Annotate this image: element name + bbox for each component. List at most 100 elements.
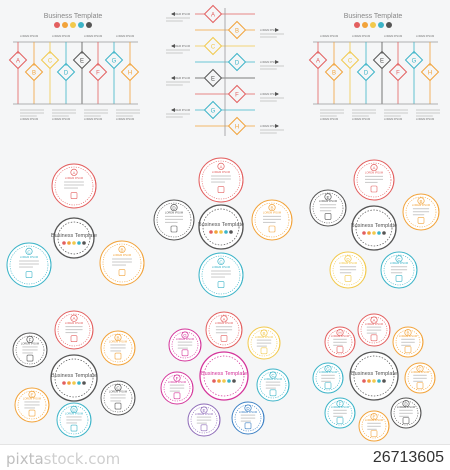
node-icon <box>173 392 181 400</box>
node-icon <box>336 346 344 353</box>
node-label: LOREM IPSUM <box>412 203 430 207</box>
cycle-arrow <box>341 371 344 385</box>
node-letter: C <box>418 367 422 372</box>
node-label: LOREM IPSUM <box>84 34 102 38</box>
node-letter: A <box>372 166 375 171</box>
color-dot <box>219 230 223 234</box>
node-label: LOREM IPSUM <box>116 34 134 38</box>
letter-badge <box>70 168 78 176</box>
node-letter: C <box>219 259 223 264</box>
diamond-node <box>8 50 28 70</box>
node-icon <box>370 430 378 437</box>
cycle-arrow <box>387 419 390 433</box>
node-label: LOREM IPSUM <box>113 253 131 257</box>
node-letter: C <box>397 257 401 262</box>
color-dot <box>82 381 86 385</box>
node-letter: H <box>338 331 341 336</box>
node-icon <box>220 335 228 342</box>
node-label: LOREM IPSUM <box>172 12 190 16</box>
color-dot <box>222 379 226 383</box>
node-letter: G <box>183 333 187 338</box>
diamond-node <box>227 84 247 104</box>
cycle-arrow <box>191 210 195 230</box>
node-label: LOREM IPSUM <box>260 28 278 32</box>
node-letter: D <box>64 71 69 77</box>
ring-dashed <box>57 313 91 347</box>
color-dot <box>232 379 236 383</box>
node-letter: A <box>72 316 75 321</box>
node-icon <box>70 192 78 199</box>
node-icon <box>260 347 268 355</box>
color-dot <box>362 231 366 235</box>
node-label: LOREM IPSUM <box>264 377 282 381</box>
node-letter: B <box>120 247 123 252</box>
letter-badge <box>220 315 228 323</box>
cycle-arrow <box>433 371 436 385</box>
node-label: LOREM IPSUM <box>176 337 194 341</box>
node-label: LOREM IPSUM <box>172 44 190 48</box>
node-icon <box>404 346 412 353</box>
node-icon <box>28 409 36 417</box>
color-dot <box>377 231 381 235</box>
ring-dashed <box>407 365 433 391</box>
cycle-arrow <box>48 254 52 276</box>
cycle-arrow <box>90 321 94 339</box>
center-ring-dashed <box>203 355 245 397</box>
node-label: LOREM IPSUM <box>65 176 83 180</box>
color-dot <box>217 379 221 383</box>
node-icon <box>269 389 277 397</box>
diamond-node <box>308 50 328 70</box>
letter-badge <box>269 371 277 379</box>
node-letter: B <box>116 335 119 340</box>
template-title: Business Template <box>44 13 103 20</box>
node-label: LOREM IPSUM <box>416 34 434 38</box>
node-label: LOREM IPSUM <box>411 370 429 374</box>
node-label: LOREM IPSUM <box>21 342 39 346</box>
center-ring-dashed <box>54 358 94 398</box>
center-ring <box>351 205 397 251</box>
node-label: LOREM IPSUM <box>109 340 127 344</box>
cycle-arrow <box>239 321 243 339</box>
ring-dashed <box>393 400 419 426</box>
ring-dashed <box>312 192 344 224</box>
letter-badge <box>268 204 276 212</box>
node-label: LOREM IPSUM <box>20 255 38 259</box>
color-dot <box>78 22 84 28</box>
cycle-arrow <box>217 412 221 428</box>
diamond-node <box>340 50 360 70</box>
letter-badge <box>370 316 378 324</box>
node-icon <box>370 185 378 193</box>
letter-badge <box>417 197 425 205</box>
arrow-head <box>275 28 279 32</box>
letter-badge <box>170 204 178 212</box>
color-dot <box>209 230 213 234</box>
node-label: LOREM IPSUM <box>319 370 337 374</box>
cycle-arrow <box>44 342 48 358</box>
cycle-arrow <box>240 264 244 286</box>
node-letter: D <box>235 61 240 67</box>
cycle-arrow <box>46 397 50 413</box>
color-dot <box>82 241 86 245</box>
letter-badge <box>370 413 378 421</box>
node-letter: F <box>235 93 239 99</box>
color-dot <box>362 22 368 28</box>
cycle-arrow <box>387 322 391 338</box>
ring-dashed <box>9 245 49 285</box>
node-icon <box>170 225 178 233</box>
node-icon <box>244 422 252 430</box>
diamond-node <box>227 52 247 72</box>
node-icon <box>324 213 332 220</box>
node-label: LOREM IPSUM <box>20 34 38 38</box>
ring-dashed <box>208 314 240 346</box>
node-label: LOREM IPSUM <box>165 211 183 215</box>
color-dot <box>70 22 76 28</box>
node-label: LOREM IPSUM <box>352 117 370 121</box>
node-label: LOREM IPSUM <box>239 410 257 414</box>
node-icon <box>416 382 424 389</box>
cycle-arrow <box>141 252 145 274</box>
ring-dashed <box>315 365 341 391</box>
color-dot <box>229 230 233 234</box>
cycle-arrow <box>286 377 290 393</box>
